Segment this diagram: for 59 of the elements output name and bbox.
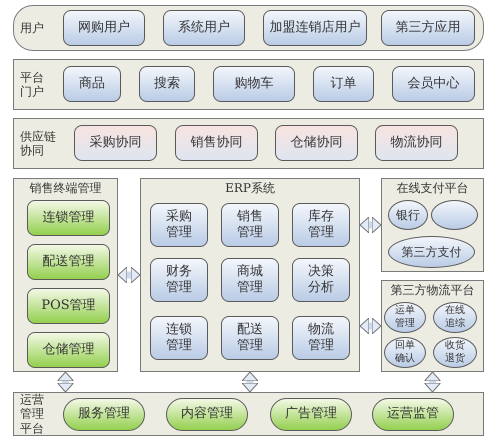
double-arrow [360, 216, 382, 234]
double-arrow [118, 266, 140, 284]
module-box: 加盟连销店用户 [263, 10, 367, 46]
panel-title: 在线支付平台 [396, 181, 470, 196]
collaboration-box: 销售协同 [175, 125, 258, 161]
collaboration-box: 采购协同 [74, 125, 157, 161]
layer-panel [13, 59, 484, 110]
service-ellipse [431, 200, 478, 230]
module-pill: 广告管理 [270, 398, 352, 431]
service-ellipse: 第三方支付 [388, 236, 475, 268]
module-panel [381, 280, 484, 372]
double-arrow [424, 372, 441, 392]
module-box: 购物车 [213, 66, 295, 102]
module-panel [381, 178, 484, 272]
module-box: 财务管理 [150, 258, 208, 302]
layer-label: 供应链协同 [20, 129, 57, 158]
layer-panel [13, 5, 484, 51]
management-box: 连锁管理 [27, 200, 110, 236]
layer-label: 用户 [20, 20, 45, 36]
module-box: 配送管理 [221, 316, 279, 360]
management-box: 仓储管理 [27, 332, 110, 368]
collaboration-box: 物流协同 [375, 125, 458, 161]
panel-title: 销售终端管理 [28, 181, 102, 196]
double-arrow [360, 318, 382, 334]
module-box: 库存管理 [292, 203, 350, 247]
layer-label: 运营管理平台 [20, 392, 45, 436]
module-panel [13, 178, 118, 372]
module-box: 搜索 [139, 66, 195, 102]
panel-title: 第三方物流平台 [390, 283, 476, 298]
layer-label: 平台门户 [20, 70, 45, 99]
service-ellipse: 运单管理 [384, 302, 426, 333]
service-ellipse: 回单确认 [384, 337, 426, 368]
service-ellipse: 收货退货 [433, 337, 477, 368]
module-box: 采购管理 [150, 203, 208, 247]
module-box: 第三方应用 [381, 10, 475, 46]
panel-title: ERP系统 [224, 181, 276, 196]
module-box: 连锁管理 [150, 316, 208, 360]
module-box: 物流管理 [292, 316, 350, 360]
module-pill: 内容管理 [166, 398, 248, 431]
module-pill: 服务管理 [63, 398, 145, 431]
management-box: 配送管理 [27, 244, 110, 280]
module-box: 网购用户 [63, 10, 145, 46]
management-box: POS管理 [27, 288, 110, 324]
service-ellipse: 银行 [388, 200, 428, 230]
collaboration-box: 仓储协同 [275, 125, 358, 161]
module-panel [140, 178, 360, 372]
module-box: 商品 [63, 66, 121, 102]
module-box: 销售管理 [221, 203, 279, 247]
module-box: 系统用户 [163, 10, 245, 46]
module-box: 决策分析 [292, 258, 350, 302]
module-box: 商城管理 [221, 258, 279, 302]
service-ellipse: 在线追综 [433, 302, 477, 333]
layer-panel [13, 392, 484, 436]
layer-panel [13, 118, 484, 169]
double-arrow [242, 372, 258, 392]
module-pill: 运营监管 [372, 398, 454, 431]
module-box: 会员中心 [392, 66, 475, 102]
double-arrow [57, 372, 74, 392]
module-box: 订单 [313, 66, 374, 102]
